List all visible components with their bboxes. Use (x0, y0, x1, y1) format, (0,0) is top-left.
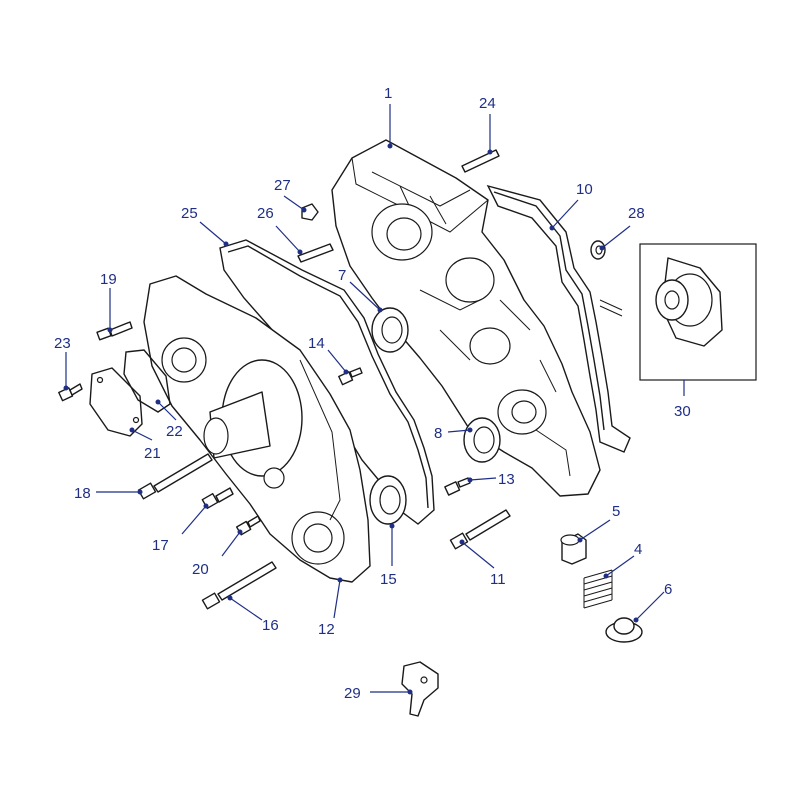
cap-part-6 (605, 617, 643, 643)
callout-label-22: 22 (166, 423, 183, 440)
callout-11: 11 (459, 539, 506, 588)
callout-8: 8 (434, 425, 473, 442)
callout-label-26: 26 (257, 205, 274, 222)
callout-25: 24 (479, 95, 496, 155)
callout-14: 12 (318, 577, 343, 638)
callout-6: 6 (633, 581, 672, 623)
callout-21: 21 (129, 427, 161, 462)
callout-label-4: 4 (634, 541, 642, 558)
nut-part-27 (301, 203, 319, 221)
bolt-part-13 (338, 367, 363, 386)
bolt-part-19 (96, 321, 133, 341)
callout-22: 22 (155, 399, 183, 440)
callout-label-12: 13 (498, 471, 515, 488)
callout-5: 5 (577, 503, 620, 543)
callout-12: 13 (467, 471, 515, 488)
callout-label-8: 8 (434, 425, 442, 442)
bracket-part-29 (401, 661, 439, 717)
stud-part-25 (461, 149, 500, 173)
callout-label-11: 11 (490, 571, 506, 588)
oil-seal-part-7 (371, 307, 409, 353)
bolt-part-17 (137, 453, 213, 500)
callout-label-19: 19 (100, 271, 117, 288)
callout-label-16: 17 (152, 537, 169, 554)
timing-case-part-1 (331, 139, 601, 497)
callout-17: 18 (74, 485, 143, 502)
callout-label-10: 10 (576, 181, 593, 198)
callout-label-6: 6 (664, 581, 672, 598)
spring-part-4 (583, 569, 613, 609)
callout-label-28: 28 (628, 205, 645, 222)
callout-30: 30 (674, 380, 691, 420)
bolt-part-23 (58, 383, 83, 402)
bolt-part-12 (444, 477, 471, 496)
callout-13: 14 (308, 335, 349, 375)
callout-label-25: 24 (479, 95, 496, 112)
callout-label-20: 20 (192, 561, 209, 578)
callout-24: 25 (181, 205, 229, 247)
callout-16: 17 (152, 503, 209, 554)
callout-label-27: 27 (274, 177, 291, 194)
callout-label-14: 12 (318, 621, 335, 638)
callout-label-18: 16 (262, 617, 279, 634)
callout-label-1: 1 (384, 85, 392, 102)
callout-20: 20 (192, 529, 243, 578)
callout-label-24: 25 (181, 205, 198, 222)
front-cover-part-14 (143, 275, 371, 583)
callout-label-30: 30 (674, 403, 691, 420)
callout-1: 1 (384, 85, 393, 149)
bolt-part-11 (449, 509, 511, 550)
callout-23: 23 (54, 335, 71, 391)
callout-7: 7 (338, 267, 383, 313)
callout-label-15: 15 (380, 571, 397, 588)
callout-label-17: 18 (74, 485, 91, 502)
callout-27: 27 (274, 177, 307, 213)
callout-label-5: 5 (612, 503, 620, 520)
stud-part-26 (297, 243, 334, 263)
callout-19: 19 (100, 271, 117, 333)
callout-18: 16 (227, 595, 279, 634)
callout-15: 15 (380, 523, 397, 588)
callout-label-7: 7 (338, 267, 346, 284)
cover-plate-part-21 (89, 367, 143, 437)
callout-10: 10 (549, 181, 593, 231)
callout-label-13: 14 (308, 335, 325, 352)
callout-28: 28 (599, 205, 645, 251)
callout-label-21: 21 (144, 445, 161, 462)
oil-seal-part-8 (463, 417, 501, 463)
oil-seal-part-15 (369, 475, 407, 525)
gasket-part-10 (486, 184, 631, 453)
callout-26: 26 (257, 205, 303, 255)
callout-label-29: 29 (344, 685, 361, 702)
bolt-part-18 (201, 561, 277, 610)
callout-4: 4 (603, 541, 642, 579)
callout-29: 29 (344, 685, 413, 702)
callout-label-23: 23 (54, 335, 71, 352)
oil-pump-kit-part-30 (599, 243, 757, 381)
